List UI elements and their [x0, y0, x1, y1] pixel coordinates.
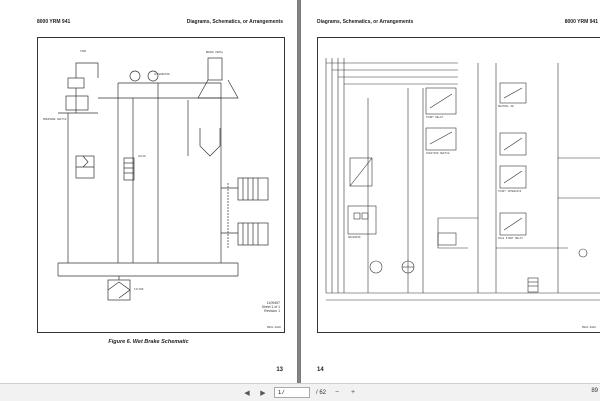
- label-start-interlock: START INTERLOCK: [498, 190, 522, 193]
- label-solenoid: SOLENOID: [348, 236, 361, 239]
- header-section-title: Diagrams, Schematics, or Arrangements: [186, 19, 283, 25]
- sheet-info: 1409457 Sheet 1 of 1 Revision 1: [262, 301, 280, 313]
- wet-brake-schematic: [57, 57, 269, 301]
- label-filter: FILTER: [134, 288, 144, 291]
- label-valve: VALVE: [138, 155, 146, 158]
- page-13: 8000 YRM 941 Diagrams, Schematics, or Ar…: [0, 0, 297, 383]
- revision: Revision 1: [264, 309, 280, 313]
- zoom-level: 89: [591, 388, 598, 394]
- label-pressure-switch: PRESSURE SWITCH: [43, 118, 67, 121]
- label-tank: TANK: [80, 50, 87, 53]
- zoom-in-icon[interactable]: +: [350, 389, 356, 396]
- page-number: 14: [317, 367, 324, 373]
- header-doc-number: 8000 YRM 941: [37, 19, 71, 25]
- label-ignition-switch: IGNITION SWITCH: [426, 152, 450, 155]
- electrical-schematic: [325, 58, 600, 301]
- header-section-title: Diagrams, Schematics, or Arrangements: [317, 19, 414, 25]
- zoom-out-icon[interactable]: −: [334, 389, 340, 396]
- drawing-number: 1409457: [266, 301, 280, 305]
- previous-page-icon[interactable]: ◀: [244, 389, 250, 397]
- figure-id: PB01-0026: [266, 326, 281, 329]
- schematic-frame: TANK PRESSURE SWITCH BRAKE PEDAL ALTERNA…: [37, 37, 285, 333]
- sheet-number: Sheet 1 of 1: [261, 305, 280, 309]
- page-navigation-toolbar: ◀ ▶ / 62 − + 89: [0, 383, 600, 401]
- label-alternator: ALTERNATOR: [154, 73, 170, 76]
- label-idle-start-relay: IDLE START RELAY: [498, 237, 523, 240]
- label-neutral-sw: NEUTRAL SW: [498, 105, 514, 108]
- page-total: / 62: [315, 389, 326, 396]
- figure-caption: Figure 6. Wet Brake Schematic: [108, 339, 189, 345]
- page-number-input[interactable]: [273, 387, 310, 398]
- figure-id: PB01-0026: [581, 326, 596, 329]
- header-doc-number: 8000 YRM 941: [564, 19, 598, 25]
- schematic-frame: START RELAY IGNITION SWITCH NEUTRAL SW S…: [317, 37, 600, 333]
- page-number: 13: [276, 367, 283, 373]
- label-brake-pedal: BRAKE PEDAL: [206, 51, 224, 54]
- label-start-relay: START RELAY: [426, 116, 444, 119]
- page-14: Diagrams, Schematics, or Arrangements 80…: [301, 0, 600, 383]
- next-page-icon[interactable]: ▶: [260, 389, 266, 397]
